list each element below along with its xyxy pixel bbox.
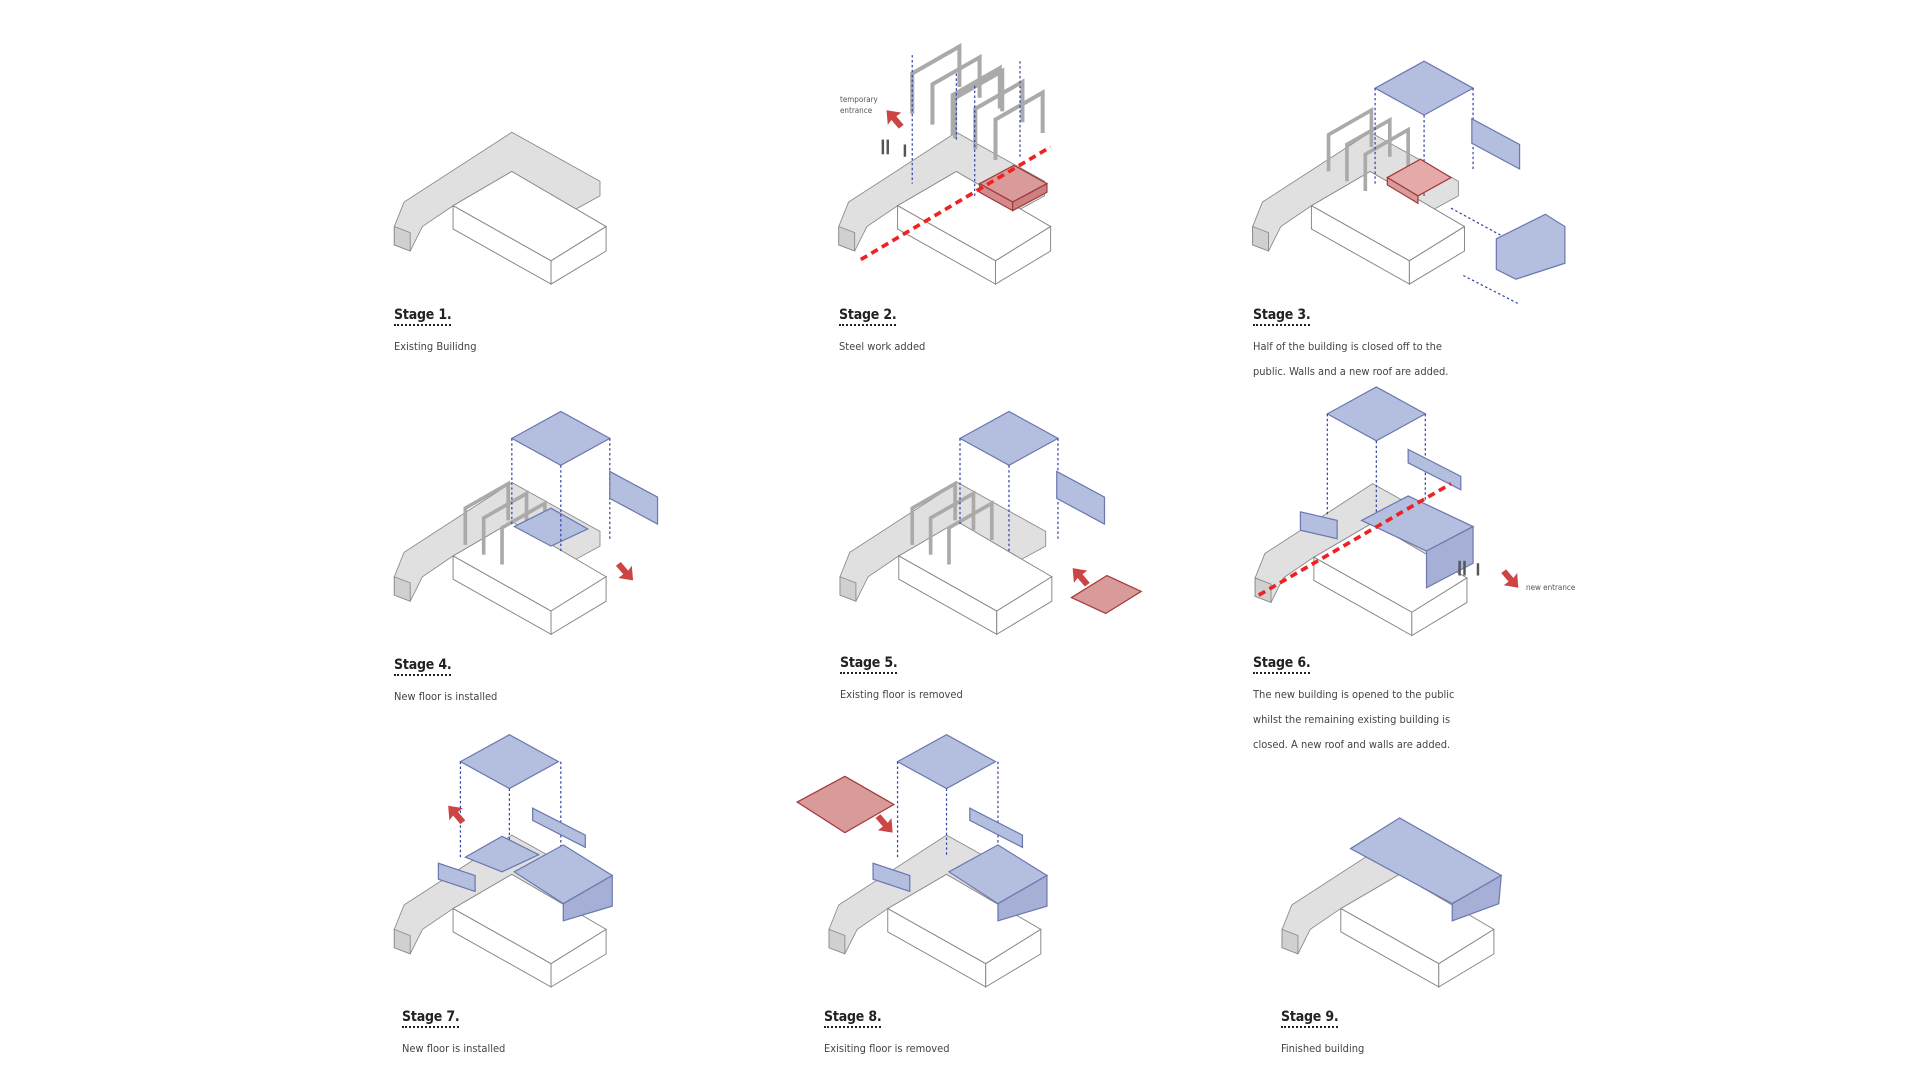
stage-title: Stage 3.	[1253, 307, 1311, 326]
stage-1-caption: Stage 1. Existing Builidng	[394, 304, 654, 359]
stage-title: Stage 4.	[394, 657, 452, 676]
stage-5-caption: Stage 5. Existing floor is removed	[840, 652, 1100, 707]
stage-4-caption: Stage 4. New floor is installed	[394, 654, 654, 709]
stage-title: Stage 7.	[402, 1009, 460, 1028]
stage-description: Exisiting floor is removed	[824, 1042, 950, 1055]
stage-7-drawing	[393, 734, 614, 988]
temporary-entrance-label: temporary entrance	[840, 95, 878, 115]
stage-6-drawing	[1254, 386, 1519, 636]
stage-2-caption: Stage 2. Steel work added	[839, 304, 1099, 359]
stage-description: New floor is installed	[402, 1042, 506, 1055]
new-entrance-label: new entrance	[1526, 583, 1576, 592]
stage-description: Steel work added	[839, 340, 926, 353]
stage-6-caption: Stage 6. The new building is opened to t…	[1253, 652, 1513, 757]
stage-description: Half of the building is closed off to th…	[1253, 334, 1513, 384]
stage-5-drawing	[839, 410, 1143, 635]
stage-description: Existing floor is removed	[840, 688, 963, 701]
stage-title: Stage 9.	[1281, 1009, 1339, 1028]
stage-title: Stage 5.	[840, 655, 898, 674]
desc-line: Half of the building is closed off to th…	[1253, 340, 1443, 353]
stage-2-drawing	[838, 47, 1052, 285]
stage-title: Stage 1.	[394, 307, 452, 326]
stage-1-drawing	[393, 131, 607, 285]
stage-7-caption: Stage 7. New floor is installed	[402, 1006, 662, 1061]
stage-description: Existing Builidng	[394, 340, 477, 353]
stage-description: New floor is installed	[394, 690, 498, 703]
desc-line: closed. A new roof and walls are added.	[1253, 738, 1451, 751]
stage-3-drawing	[1252, 60, 1566, 305]
stage-4-drawing	[393, 410, 659, 635]
stage-9-caption: Stage 9. Finished building	[1281, 1006, 1541, 1061]
stage-title: Stage 8.	[824, 1009, 882, 1028]
stage-description: The new building is opened to the public…	[1253, 682, 1513, 757]
stage-8-caption: Stage 8. Exisiting floor is removed	[824, 1006, 1084, 1061]
desc-line: The new building is opened to the public	[1253, 688, 1455, 701]
stage-title: Stage 6.	[1253, 655, 1311, 674]
stage-9-drawing	[1281, 817, 1503, 988]
stage-description: Finished building	[1281, 1042, 1365, 1055]
stage-title: Stage 2.	[839, 307, 897, 326]
desc-line: public. Walls and a new roof are added.	[1253, 365, 1449, 378]
desc-line: whilst the remaining existing building i…	[1253, 713, 1451, 726]
stage-3-caption: Stage 3. Half of the building is closed …	[1253, 304, 1513, 384]
stage-8-drawing	[795, 734, 1049, 988]
